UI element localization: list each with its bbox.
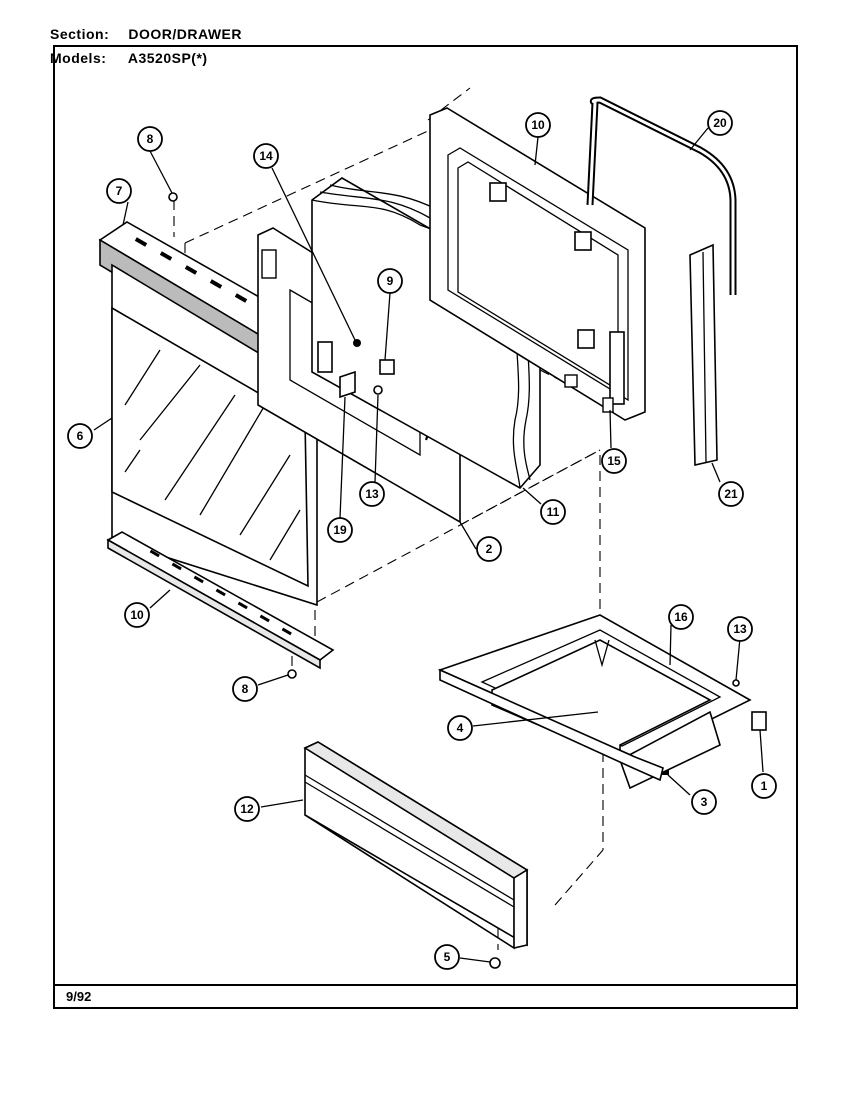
callout-12: 12 [234, 796, 260, 822]
svg-text:11: 11 [547, 505, 560, 519]
callout-19: 19 [327, 517, 353, 543]
callout-15: 15 [601, 448, 627, 474]
part-10-door-liner-frame [429, 107, 646, 421]
part-6-door-outer-glass [111, 263, 318, 607]
callout-4: 4 [447, 715, 473, 741]
callout-13-drawer: 13 [727, 616, 753, 642]
callout-7: 7 [106, 178, 132, 204]
svg-text:7: 7 [116, 184, 123, 198]
callout-10-frame: 10 [525, 112, 551, 138]
callout-16: 16 [668, 604, 694, 630]
svg-text:5: 5 [444, 950, 451, 964]
part-16-storage-drawer [437, 614, 752, 790]
section-header: Section: DOOR/DRAWER [50, 26, 242, 42]
callout-11: 11 [540, 499, 566, 525]
svg-text:2: 2 [486, 542, 493, 556]
callout-2: 2 [476, 536, 502, 562]
svg-text:16: 16 [674, 610, 688, 624]
callout-8-top: 8 [137, 126, 163, 152]
svg-text:9: 9 [387, 274, 394, 288]
part-20-door-gasket [586, 96, 737, 295]
part-18-door-bottom-trim [106, 531, 335, 670]
callout-21: 21 [718, 481, 744, 507]
svg-text:13: 13 [733, 622, 747, 636]
part-21-door-side-trim [689, 243, 718, 466]
callout-9: 9 [377, 268, 403, 294]
callout-5: 5 [434, 944, 460, 970]
models-label: Models: [50, 50, 107, 66]
leader-lines [93, 127, 764, 963]
svg-text:19: 19 [333, 523, 347, 537]
svg-text:8: 8 [147, 132, 154, 146]
callout-3: 3 [691, 789, 717, 815]
section-label: Section: [50, 26, 110, 42]
svg-text:8: 8 [242, 682, 249, 696]
models-value: A3520SP(*) [127, 50, 208, 66]
part-11-door-insulation [311, 177, 541, 490]
callout-6: 6 [67, 423, 93, 449]
callout-10-trim: 10 [124, 602, 150, 628]
callout-1: 1 [751, 773, 777, 799]
callout-8-bottom: 8 [232, 676, 258, 702]
callout-20: 20 [707, 110, 733, 136]
svg-text:10: 10 [531, 118, 545, 132]
svg-text:14: 14 [259, 149, 273, 163]
section-value: DOOR/DRAWER [128, 26, 243, 42]
svg-text:10: 10 [130, 608, 144, 622]
svg-text:3: 3 [701, 795, 708, 809]
svg-text:15: 15 [607, 454, 621, 468]
callout-13-door: 13 [359, 481, 385, 507]
footer-divider [53, 984, 798, 986]
callout-14: 14 [253, 143, 279, 169]
models-header: Models: A3520SP(*) [50, 50, 208, 66]
svg-text:4: 4 [457, 721, 464, 735]
svg-text:20: 20 [713, 116, 727, 130]
svg-text:6: 6 [77, 429, 84, 443]
svg-text:21: 21 [724, 487, 738, 501]
part-12-drawer-front-panel [303, 741, 529, 950]
svg-text:13: 13 [365, 487, 379, 501]
svg-text:12: 12 [240, 802, 254, 816]
svg-text:1: 1 [761, 779, 768, 793]
revision-date: 9/92 [66, 989, 92, 1004]
diagram-frame [53, 45, 798, 1009]
